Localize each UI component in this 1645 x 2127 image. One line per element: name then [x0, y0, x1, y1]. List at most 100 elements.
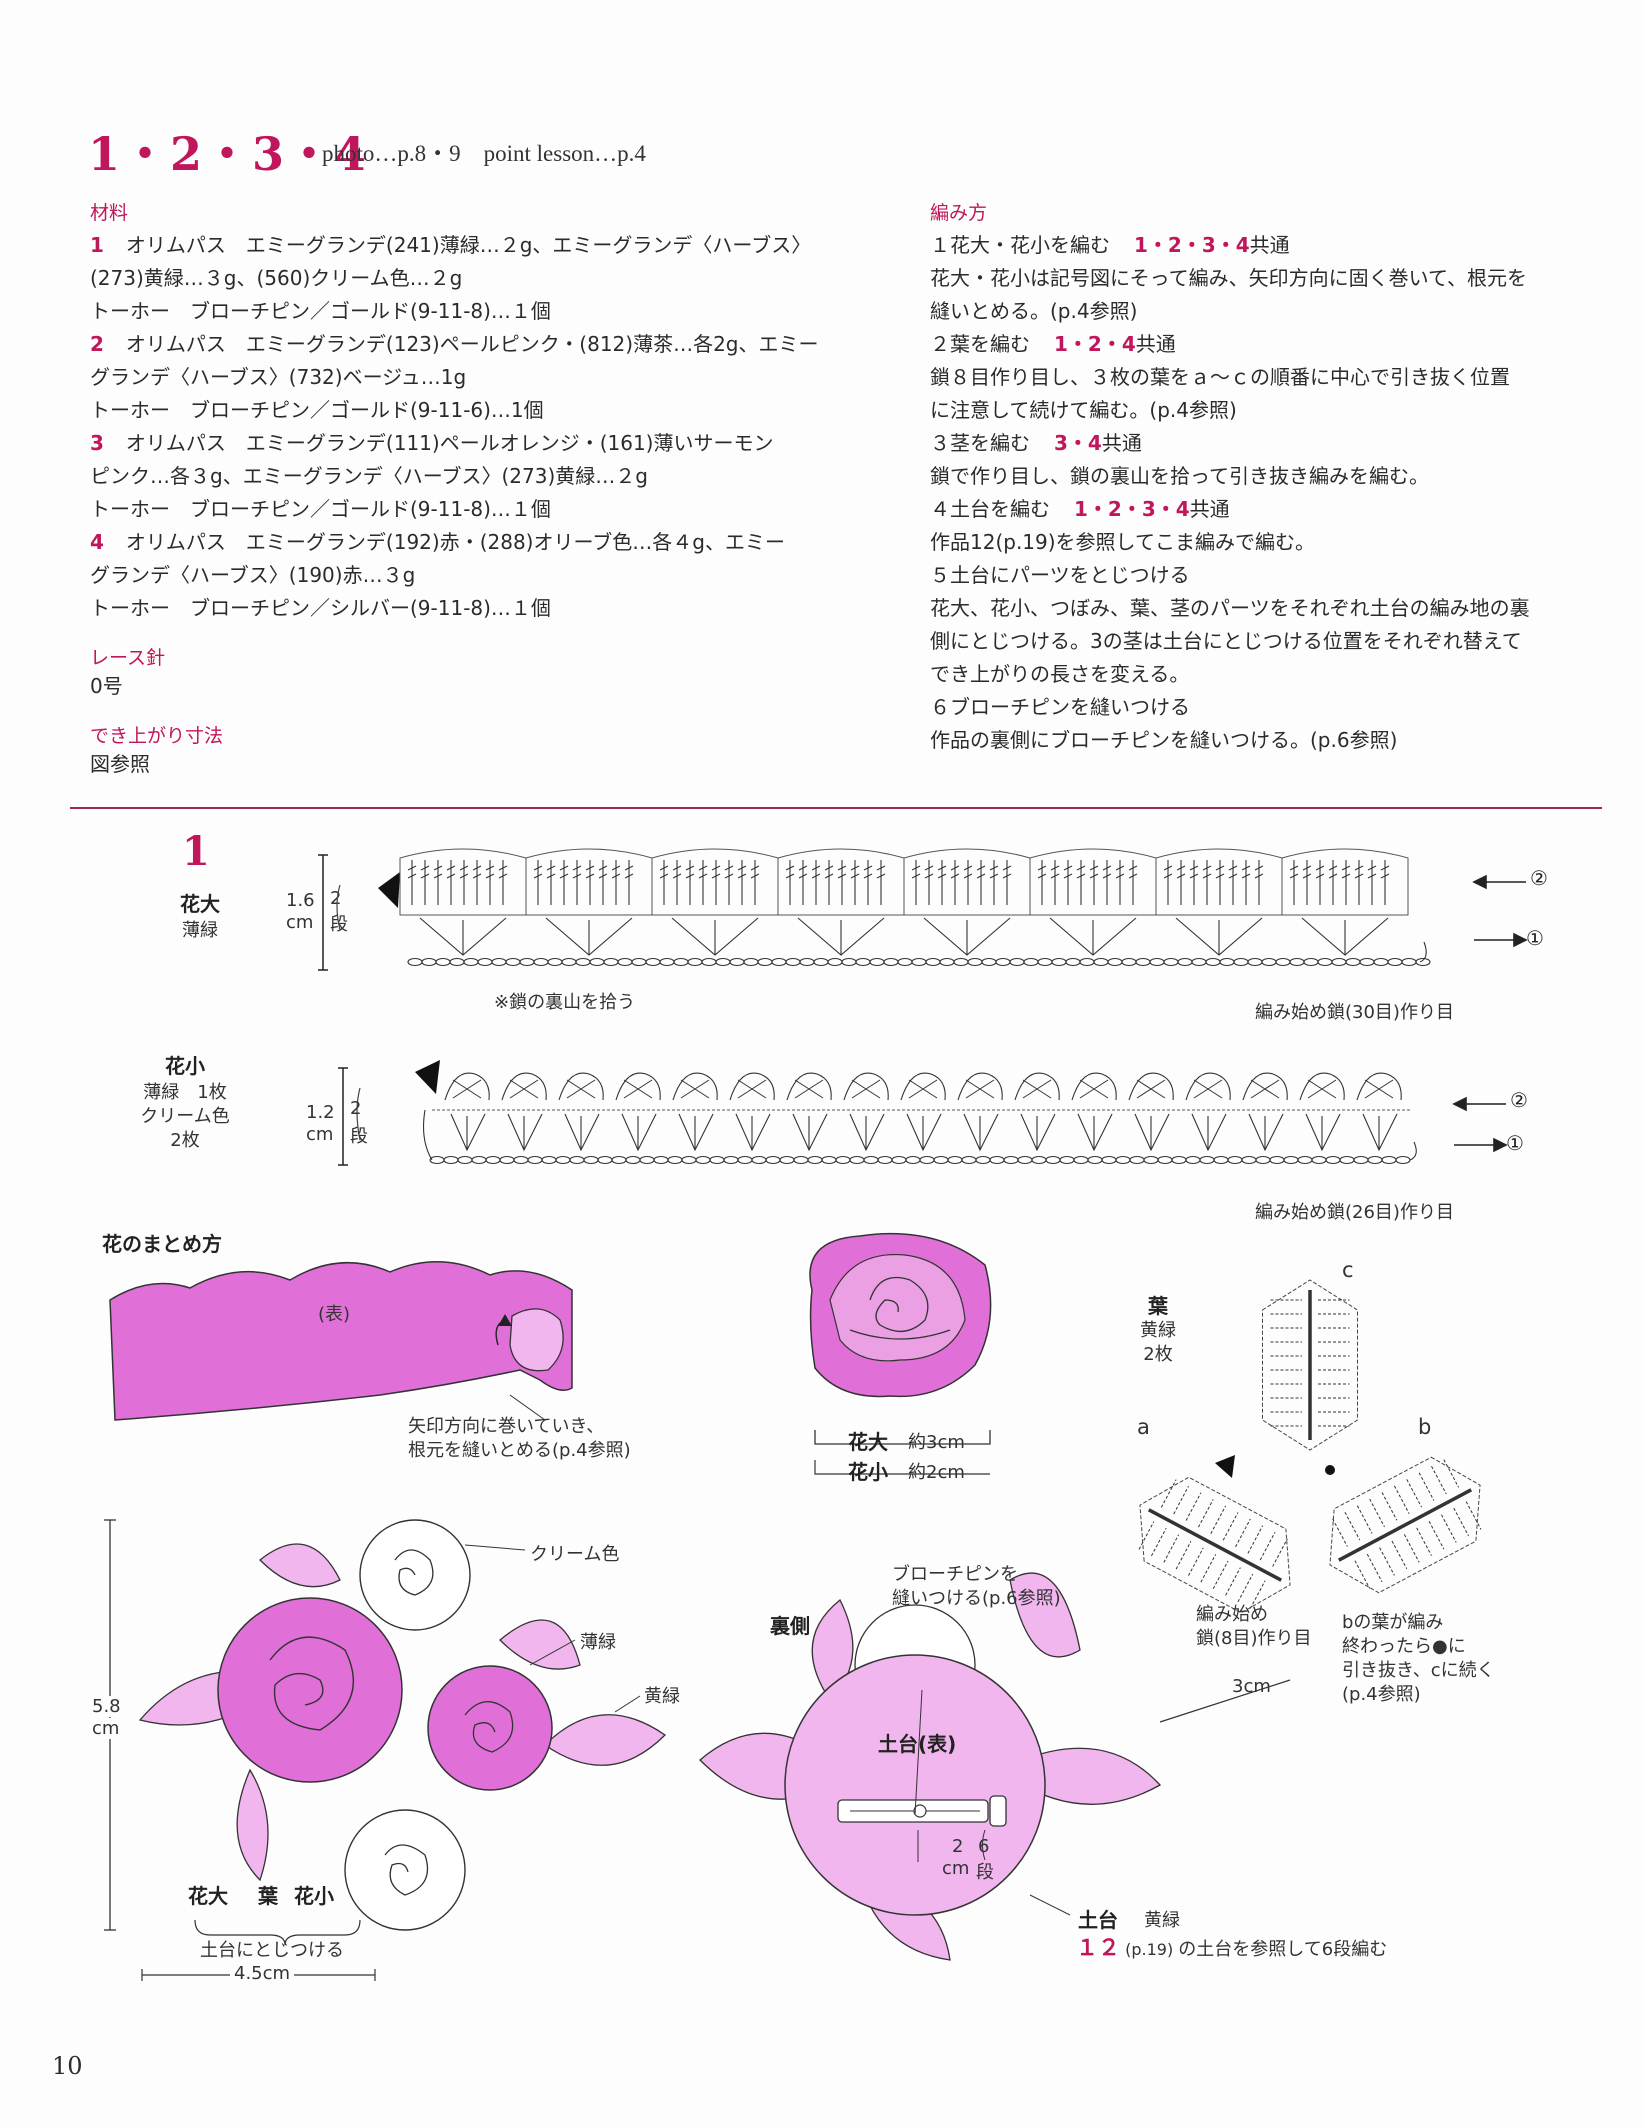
- materials-line-text: オリムパス エミーグランデ(111)ペールオレンジ・(161)薄いサーモン: [125, 431, 774, 455]
- method-step-line: 作品12(p.19)を参照してこま編みで編む。: [930, 530, 1315, 554]
- flower-large-size: 1.6: [286, 890, 315, 911]
- bouquet-label-leaf: 葉: [258, 1884, 278, 1908]
- step-item-numbers: 1・2・4: [1054, 332, 1136, 356]
- back-side-illustration: [699, 1572, 1162, 1961]
- step-suffix: 共通: [1135, 332, 1176, 356]
- page-title: 1・2・3・4: [88, 127, 369, 181]
- materials-list: 1 オリムパス エミーグランデ(241)薄緑…２g、エミーグランデ〈ハーブス〉 (2…: [90, 229, 890, 625]
- leaf-note-2: 終わったら●に: [1342, 1636, 1466, 1657]
- assembly-heading: 花のまとめ方: [102, 1232, 222, 1256]
- rose-size-large-name: 花大: [848, 1430, 888, 1454]
- materials-item-number: 1: [90, 233, 104, 257]
- flower-large-color: 薄緑: [182, 920, 218, 941]
- materials-line: グランデ〈ハーブス〉(732)ベージュ…1g: [90, 361, 890, 394]
- materials-line: グランデ〈ハーブス〉(190)赤…３g: [90, 559, 890, 592]
- base-dim-w-unit: cm: [942, 1858, 970, 1879]
- materials-line-text: トーホー ブローチピン／シルバー(9-11-8)…１個: [90, 596, 551, 620]
- materials-line-text: トーホー ブローチピン／ゴールド(9-11-8)…１個: [90, 299, 551, 323]
- leaf-start-1: 編み始め: [1196, 1604, 1268, 1625]
- step-suffix: 共通: [1189, 497, 1230, 521]
- bouquet-width: 4.5cm: [230, 1963, 295, 1984]
- flower-large-unit: cm: [286, 912, 314, 933]
- bouquet-cream-label: クリーム色: [530, 1544, 620, 1565]
- step-title-text: ３茎を編む: [930, 431, 1030, 455]
- bouquet-yellow-green-label: 黄緑: [644, 1686, 680, 1707]
- flower-small-chart: [423, 1072, 1417, 1165]
- bouquet-height: 5.8: [92, 1696, 121, 1717]
- base-dim-w: 2: [952, 1836, 964, 1857]
- flower-large-note: ※鎖の裏山を拾う: [494, 992, 636, 1013]
- needle-heading: レース針: [90, 647, 166, 669]
- leaf-a-label: a: [1137, 1415, 1150, 1439]
- materials-line-text: グランデ〈ハーブス〉(190)赤…３g: [90, 563, 416, 587]
- base-ref-text: の土台を参照して6段編む: [1178, 1939, 1388, 1960]
- leaf-note-4: (p.4参照): [1342, 1684, 1421, 1705]
- bouquet-label-small: 花小: [294, 1884, 334, 1908]
- step-item-numbers: 1・2・3・4: [1134, 233, 1250, 257]
- step-suffix: 共通: [1249, 233, 1290, 257]
- materials-line: 1 オリムパス エミーグランデ(241)薄緑…２g、エミーグランデ〈ハーブス〉: [90, 229, 890, 262]
- strip-face-label: (表): [318, 1304, 351, 1325]
- materials-line: トーホー ブローチピン／ゴールド(9-11-6)…1個: [90, 394, 890, 427]
- materials-line: (273)黄緑…３g、(560)クリーム色…２g: [90, 262, 890, 295]
- method-step-title: ２葉を編む 1・2・4共通: [930, 328, 1610, 361]
- method-step-title: ３茎を編む 3・4共通: [930, 427, 1610, 460]
- bouquet-height-unit: cm: [92, 1718, 120, 1739]
- flower-small-rows: 2: [350, 1098, 362, 1119]
- start-mark-icon: [1215, 1455, 1235, 1478]
- base-ref-page: (p.19): [1125, 1940, 1174, 1959]
- materials-item-number: 3: [90, 431, 104, 455]
- page-references: photo…p.8・9 point lesson…p.4: [322, 141, 646, 166]
- base-reference: １２ (p.19) の土台を参照して6段編む: [1076, 1930, 1387, 1962]
- materials-line-text: オリムパス エミーグランデ(241)薄緑…２g、エミーグランデ〈ハーブス〉: [125, 233, 812, 257]
- base-name: 土台: [1078, 1908, 1118, 1932]
- method-step-line: 花大・花小は記号図にそって編み、矢印方向に固く巻いて、根元を: [930, 266, 1527, 290]
- leaf-b-label: b: [1418, 1415, 1432, 1439]
- flower-small-rows-unit: 段: [350, 1126, 368, 1147]
- flower-small-start: 編み始め鎖(26目)作り目: [1255, 1202, 1454, 1223]
- step-item-numbers: 3・4: [1054, 431, 1102, 455]
- leaf-chart: [1138, 1279, 1482, 1614]
- materials-line-text: (273)黄緑…３g、(560)クリーム色…２g: [90, 266, 463, 290]
- needle-value: 0号: [90, 674, 123, 698]
- step-title-text: １花大・花小を編む: [930, 233, 1110, 257]
- leaf-c-label: c: [1342, 1258, 1354, 1282]
- pin-note-2: 縫いつける(p.6参照): [892, 1588, 1061, 1609]
- flower-strip-shape: [109, 1260, 573, 1421]
- bouquet-light-green-label: 薄緑: [580, 1632, 616, 1653]
- materials-line: トーホー ブローチピン／ゴールド(9-11-8)…１個: [90, 493, 890, 526]
- flower-small-color2: クリーム色: [140, 1106, 230, 1127]
- method-step-title: ５土台にパーツをとじつける: [930, 559, 1610, 592]
- size-heading: でき上がり寸法: [90, 725, 224, 747]
- size-value: 図参照: [90, 752, 150, 776]
- assembly-note-1: 矢印方向に巻いていき、: [408, 1416, 605, 1437]
- section-divider: [70, 807, 1602, 809]
- step-suffix: 共通: [1101, 431, 1142, 455]
- method-step-line: でき上がりの長さを変える。: [930, 662, 1190, 686]
- leaf-size: 3cm: [1232, 1676, 1271, 1697]
- materials-line-text: ピンク…各３g、エミーグランデ〈ハーブス〉(273)黄緑…２g: [90, 464, 648, 488]
- step-title-text: ５土台にパーツをとじつける: [930, 563, 1190, 587]
- back-heading: 裏側: [770, 1614, 810, 1638]
- materials-item-number: 2: [90, 332, 104, 356]
- materials-line: ピンク…各３g、エミーグランデ〈ハーブス〉(273)黄緑…２g: [90, 460, 890, 493]
- diagram-number: 1: [182, 828, 212, 875]
- base-dim-rows: 6: [978, 1836, 990, 1857]
- flower-large-label: 花大: [180, 892, 220, 916]
- materials-line: 3 オリムパス エミーグランデ(111)ペールオレンジ・(161)薄いサーモン: [90, 427, 890, 460]
- leaf-start-2: 鎖(8目)作り目: [1196, 1628, 1312, 1649]
- materials-line-text: トーホー ブローチピン／ゴールド(9-11-8)…１個: [90, 497, 551, 521]
- leaf-note-3: 引き抜き、cに続く: [1342, 1660, 1495, 1681]
- rose-size-small: 約2cm: [908, 1462, 965, 1483]
- method-step-line: 作品の裏側にブローチピンを縫いつける。(p.6参照): [930, 728, 1398, 752]
- method-step-line: に注意して続けて編む。(p.4参照): [930, 398, 1237, 422]
- leaf-label: 葉: [1148, 1294, 1168, 1318]
- step-title-text: ２葉を編む: [930, 332, 1030, 356]
- base-ref-num: １２: [1076, 1936, 1121, 1961]
